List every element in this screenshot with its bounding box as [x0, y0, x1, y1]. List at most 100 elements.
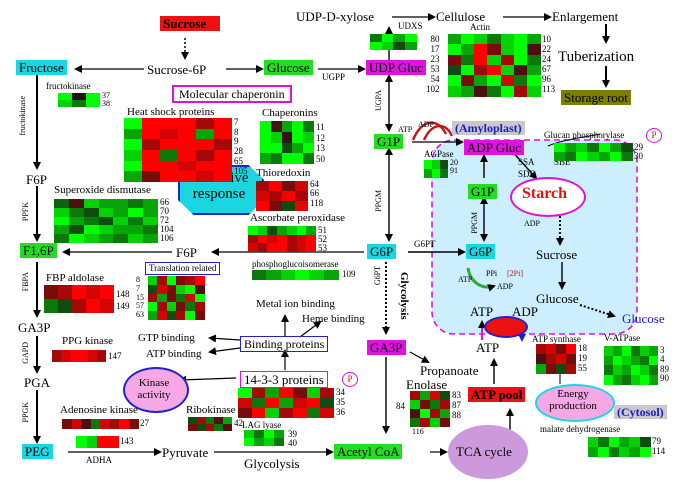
heatmap-cell: [124, 150, 142, 161]
heatmap-glucan: [554, 143, 633, 161]
heatmap-cell: [223, 424, 233, 431]
heatmap-cell: [604, 355, 613, 366]
heatmap-cell: [248, 226, 258, 235]
heatmap-cell: [265, 408, 280, 418]
heatmap-cell: [565, 152, 578, 161]
heatmap-cell: [178, 150, 196, 161]
heatmap-cell: [251, 408, 266, 418]
heatmap-cell: [264, 438, 274, 446]
heatmap-cell: [576, 152, 589, 161]
heatmap-cell: [292, 142, 304, 154]
heatmap-cell: [420, 400, 430, 409]
heatmap-cell: [410, 391, 420, 400]
heatmap-cell: [306, 234, 317, 244]
heatmap-cell: [410, 400, 420, 409]
actin-label: Actin: [470, 22, 490, 32]
heatmap-cell: [448, 34, 462, 45]
heatmap-cell: [71, 419, 82, 429]
heatmap-chaperonins: [260, 121, 315, 165]
heatmap-cell: [113, 234, 129, 244]
heatmap-cell: [86, 93, 100, 100]
heatmap-cell: [306, 408, 321, 418]
heatmap-enolase: [410, 391, 450, 427]
heatmap-cell: [303, 142, 315, 154]
heatmap-cell: [98, 234, 114, 244]
storage-root-box: Storage root: [561, 90, 631, 105]
heatmap-cell: [576, 143, 589, 152]
heatmap-cell: [178, 171, 196, 183]
heatmap-cell: [97, 436, 108, 448]
tuberization-label: Tuberization: [558, 49, 635, 65]
heatmap-cell: [474, 85, 489, 97]
cellulose-label: Cellulose: [436, 9, 486, 24]
heatmap-cell: [119, 419, 129, 429]
heatmap-cell: [286, 234, 297, 244]
heatmap-cell: [292, 408, 307, 418]
heatmap-cell: [440, 160, 448, 169]
heatmap-cell: [214, 128, 232, 140]
phosphate-badge-1433: P: [342, 372, 358, 387]
heatmap-cell: [100, 299, 114, 313]
heatmap-cell: [124, 118, 142, 129]
heatmap-cell: [381, 42, 394, 50]
translation-related-box: Translation related: [145, 262, 221, 275]
heatmap-adha: [76, 436, 119, 448]
heme-label: Heme binding: [302, 313, 365, 325]
heatmap-cell: [58, 93, 72, 100]
heatmap-cell: [86, 299, 100, 313]
heatmap-cell: [100, 285, 114, 299]
heatmap-ascorbate: [248, 226, 317, 253]
heatmap-cell: [277, 243, 288, 253]
heatmap-cell: [556, 344, 566, 354]
agpase-label: AGPase: [424, 149, 454, 159]
ids-fructokinase: 37 38: [102, 91, 110, 108]
heatmap-cell: [160, 171, 178, 183]
heatmap-cell: [205, 417, 215, 424]
heatmap-cell: [622, 355, 631, 366]
heatmap-cell: [97, 350, 106, 362]
heatmap-cell: [58, 100, 72, 107]
heatmap-cell: [277, 234, 288, 244]
heatmap-cell: [196, 160, 214, 172]
heatmap-cell: [260, 131, 271, 143]
heatmap-cell: [157, 276, 168, 285]
heatmap-cell: [83, 234, 99, 244]
heatmap-cell: [254, 438, 264, 446]
heatmap-cell: [306, 398, 321, 408]
heatmap-cell: [86, 100, 100, 107]
heatmap-cell: [160, 118, 178, 129]
heatmap-cell: [90, 419, 101, 429]
heatmap-cell: [280, 270, 296, 280]
heatmap-cell: [79, 350, 88, 362]
heatmap-cell: [609, 152, 622, 161]
heatmap-cell: [157, 284, 168, 294]
heatmap-cell: [536, 344, 546, 354]
ids-enolase-left: 84: [396, 401, 405, 411]
heatmap-cell: [98, 207, 114, 217]
heatmap-cell: [292, 398, 307, 408]
atp-synthase-label: ATP synthase: [532, 334, 581, 344]
two-pi-label: [2Pi]: [507, 269, 523, 278]
ppfk-label: PPFK: [21, 202, 30, 222]
heatmap-cell: [128, 225, 144, 235]
heatmap-cell: [393, 34, 405, 42]
molecular-chaperonin-box: Molecular chaperonin: [172, 85, 292, 103]
heatmap-cell: [267, 234, 278, 244]
gtp-binding-label: GTP binding: [138, 332, 195, 344]
ids-actin-right: 10 22 24 67 96 113: [542, 34, 556, 95]
heatmap-cell: [142, 118, 160, 129]
heatmap-cell: [256, 201, 269, 211]
adha-label: ADHA: [86, 455, 112, 465]
heatmap-cell: [613, 346, 622, 356]
heatmap-cell: [266, 270, 282, 280]
ribokinase-label: Ribokinase: [186, 404, 236, 416]
heatmap-cell: [143, 216, 159, 226]
heatmap-cell: [474, 54, 489, 66]
heatmap-cell: [622, 346, 631, 356]
heatmap-cell: [54, 225, 69, 235]
heatmap-cell: [196, 424, 206, 431]
heatmap-cell: [410, 409, 420, 418]
heatmap-cell: [160, 160, 178, 172]
heatmap-cell: [188, 417, 197, 424]
heatmap-cell: [124, 160, 142, 172]
